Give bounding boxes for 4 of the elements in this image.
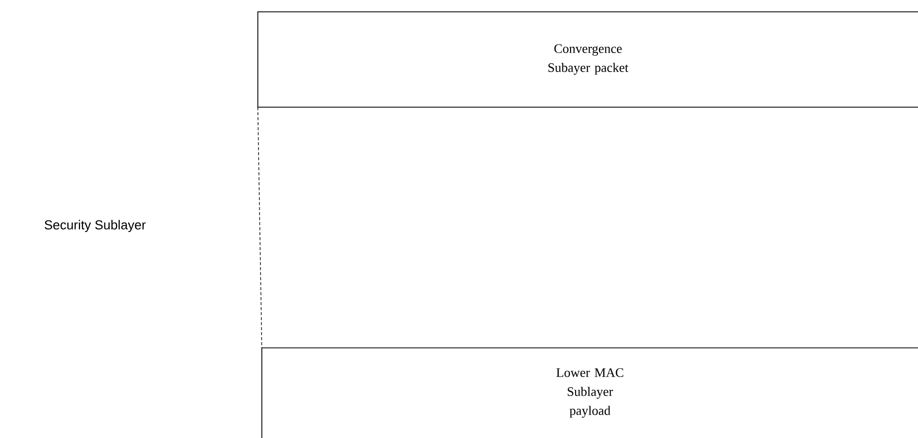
packet-box: Convergence Subayer packet [257, 11, 918, 108]
layer-label: Security Sublayer [44, 220, 146, 232]
dashed-line [257, 106, 262, 348]
packet-box: Lower MAC Sublayer payload [261, 347, 918, 438]
